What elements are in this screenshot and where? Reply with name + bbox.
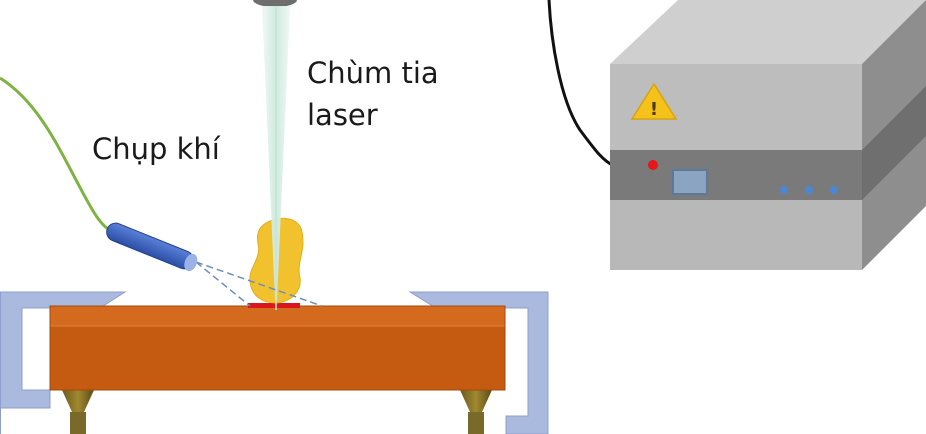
- gas-nozzle-label: Chụp khí: [92, 132, 220, 166]
- gas-flow-lines: [195, 261, 323, 307]
- blue-button-3: [830, 186, 838, 194]
- left-clamp: [0, 291, 127, 434]
- gas-hose: [0, 76, 119, 237]
- laser-beam-label-line2: laser: [307, 98, 378, 132]
- right-support-leg: [460, 390, 492, 434]
- machine-front-lower: [610, 200, 862, 270]
- machine-front-band: [610, 150, 862, 200]
- laser-head-lens: [253, 0, 297, 7]
- blue-button-2: [805, 186, 813, 194]
- machine-side-band: [862, 86, 926, 200]
- laser-beam-label: Chùm tia laser: [307, 52, 439, 136]
- machine-top-face: [610, 0, 926, 64]
- gas-nozzle: [106, 222, 198, 272]
- warning-triangle-icon: !: [630, 82, 678, 120]
- laser-cable: [547, 0, 615, 168]
- red-indicator-light: [648, 160, 658, 170]
- blue-button-1: [780, 186, 788, 194]
- warning-symbol: !: [650, 99, 658, 120]
- workpiece: [49, 305, 506, 391]
- left-support-leg: [62, 390, 94, 434]
- weld-spot: [248, 303, 300, 308]
- laser-beam-label-line1: Chùm tia: [307, 56, 439, 90]
- laser-machine: !: [610, 0, 926, 270]
- machine-display-screen: [672, 169, 708, 195]
